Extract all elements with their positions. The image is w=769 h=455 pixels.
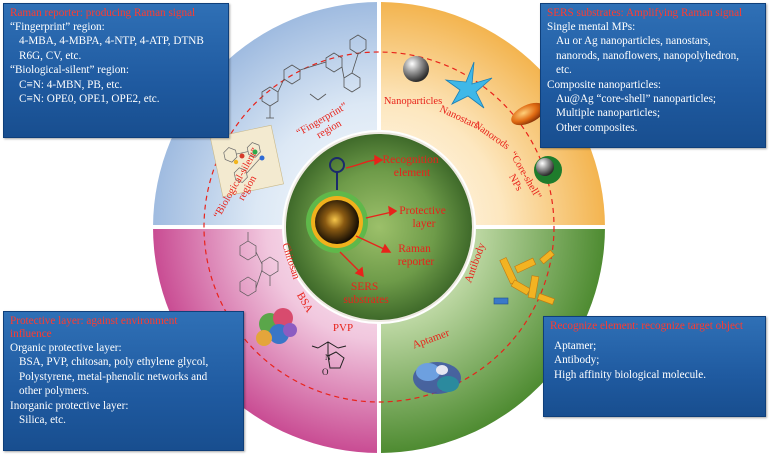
nanoparticle-sphere-icon	[403, 56, 429, 82]
panel-raman-line: “Biological-silent” region:	[10, 64, 129, 77]
panel-recognition-line: Aptamer;	[554, 340, 597, 352]
panel-protective-layer: Protective layer: against environment in…	[3, 311, 244, 451]
nanorod-icon	[511, 102, 545, 126]
panel-protective-line: Polystyrene, metal-phenolic networks and	[19, 370, 208, 383]
panel-raman-reporter-title: Raman reporter: producing Raman signal	[10, 7, 196, 19]
label-protective-layer: Protective layer	[399, 205, 449, 230]
molecule-structure-icon	[261, 34, 367, 119]
panel-protective-layer-title: Protective layer: against environment in…	[10, 315, 178, 340]
pvp-structure-icon: O N	[311, 341, 347, 377]
panel-sers-line: Au@Ag “core-shell” nanoparticles;	[556, 93, 717, 106]
panel-raman-reporter: Raman reporter: producing Raman signal “…	[3, 3, 229, 138]
panel-sers-line: Au or Ag nanoparticles, nanostars,	[556, 35, 711, 48]
label-sers-substrates: SERS substrates	[343, 281, 389, 306]
panel-protective-line: Organic protective layer:	[10, 342, 122, 354]
panel-raman-line: C≡N: OPE0, OPE1, OPE2, etc.	[19, 93, 160, 106]
protective-layer-artwork: Chitosan BSA PVP O N	[239, 232, 353, 377]
nanostar-icon	[444, 61, 493, 109]
label-raman-reporter: Raman reporter	[398, 243, 435, 268]
biological-silent-molecule-image	[210, 124, 284, 198]
center-core	[286, 134, 472, 320]
panel-sers-substrates-title: SERS substrates: Amplifying Raman signal	[547, 7, 743, 19]
label-nanoparticles: Nanoparticles	[384, 96, 442, 107]
label-recognition-element: Recognition element	[382, 154, 441, 179]
panel-recognition-line: Antibody;	[554, 354, 600, 367]
hairpin-probe-icon	[329, 157, 345, 190]
bsa-protein-icon	[256, 308, 297, 346]
center-particle: Recognition element Protective layer Ram…	[282, 130, 476, 324]
panel-sers-line: Other composites.	[556, 121, 638, 134]
panel-raman-line: 4-MBA, 4-MBPA, 4-NTP, 4-ATP, DTNB	[19, 35, 204, 48]
panel-protective-line: other polymers.	[19, 385, 90, 398]
panel-sers-line: etc.	[556, 64, 572, 77]
panel-sers-line: Single mental MPs:	[547, 21, 636, 33]
panel-raman-line: R6G, CV, etc.	[19, 49, 82, 62]
panel-recognition-element: Recognize element: recognize target obje…	[543, 316, 766, 417]
panel-sers-line: Multiple nanoparticles;	[556, 107, 661, 120]
svg-text:N: N	[325, 353, 331, 362]
panel-recognition-element-title: Recognize element: recognize target obje…	[550, 320, 743, 332]
panel-protective-line: BSA, PVP, chitosan, poly ethylene glycol…	[19, 356, 209, 369]
dashed-ring	[203, 51, 555, 403]
svg-text:O: O	[322, 367, 329, 377]
panel-sers-substrates: SERS substrates: Amplifying Raman signal…	[540, 3, 766, 148]
panel-recognition-line: High affinity biological molecule.	[554, 368, 707, 381]
panel-raman-line: C≡N: 4-MBN, PB, etc.	[19, 78, 123, 91]
aptamer-structure-icon	[413, 362, 461, 394]
label-pvp: PVP	[333, 322, 353, 334]
chitosan-structure-icon	[239, 232, 279, 297]
panel-sers-line: nanorods, nanoflowers, nanopolyhedron,	[556, 49, 739, 62]
panel-protective-line: Inorganic protective layer:	[10, 399, 129, 412]
core-shell-nanoparticle-icon	[534, 156, 562, 184]
panel-protective-line: Silica, etc.	[19, 414, 66, 427]
panel-raman-line: “Fingerprint” region:	[10, 21, 105, 33]
antibody-icon	[493, 249, 555, 305]
panel-sers-line: Composite nanoparticles:	[547, 78, 662, 91]
